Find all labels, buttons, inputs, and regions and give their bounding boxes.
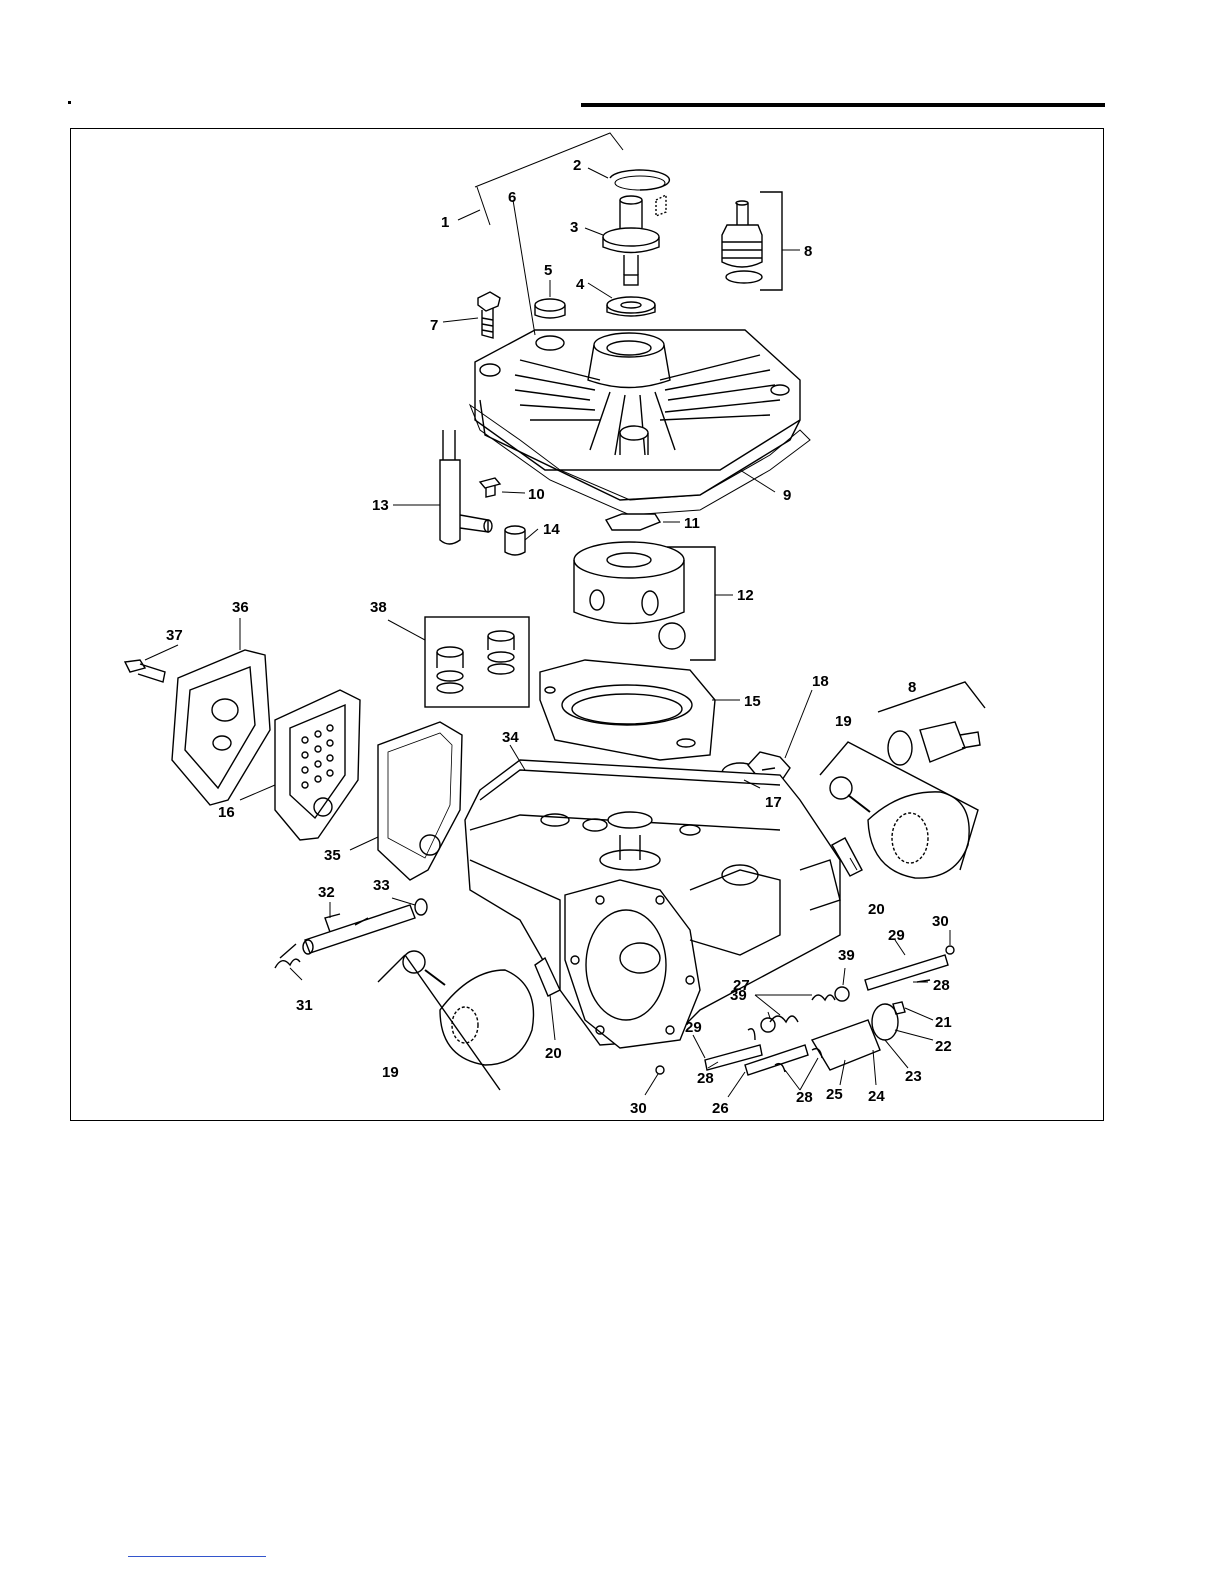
- small-bolt-part: [480, 478, 500, 497]
- callout-17: 17: [765, 794, 782, 811]
- fitting-right-part: [878, 682, 985, 765]
- callout-24: 24: [868, 1088, 885, 1105]
- relief-valve-left-part: [378, 951, 533, 1090]
- fitting-part: [722, 192, 782, 290]
- callout-34: 34: [502, 729, 519, 746]
- callout-20-right: 20: [868, 901, 885, 918]
- callout-11: 11: [684, 515, 700, 532]
- callout-21: 21: [935, 1014, 952, 1031]
- piston-kit-part: [425, 617, 529, 707]
- callout-36: 36: [232, 599, 249, 616]
- callout-18: 18: [812, 673, 829, 690]
- callout-3: 3: [570, 219, 578, 236]
- callout-2: 2: [573, 157, 581, 174]
- callout-38: 38: [370, 599, 387, 616]
- top-cover-part: [470, 330, 810, 515]
- callout-29-lower: 29: [685, 1019, 702, 1036]
- callout-30-lower: 30: [630, 1100, 647, 1117]
- callout-26: 26: [712, 1100, 729, 1117]
- callout-13: 13: [372, 497, 389, 514]
- spring-part: [275, 944, 300, 968]
- callout-28-lower: 28: [697, 1070, 714, 1087]
- filter-part: [275, 690, 360, 840]
- callout-39-upper: 39: [838, 947, 855, 964]
- callout-35: 35: [324, 847, 341, 864]
- input-shaft-part: [603, 195, 666, 285]
- callout-19-left: 19: [382, 1064, 399, 1081]
- callout-25: 25: [826, 1086, 843, 1103]
- small-oring-part: [415, 899, 427, 915]
- callout-8-top: 8: [804, 243, 812, 260]
- callout-37: 37: [166, 627, 183, 644]
- callout-8-right: 8: [908, 679, 916, 696]
- callout-6: 6: [508, 189, 516, 206]
- callout-29-upper: 29: [888, 927, 905, 944]
- thrust-plate-part: [606, 514, 660, 530]
- cover-bolt-part: [125, 660, 165, 682]
- bracket-part: [812, 1020, 880, 1070]
- callout-28-right: 28: [796, 1089, 813, 1106]
- callout-7: 7: [430, 317, 438, 334]
- callout-28-upper: 28: [933, 977, 950, 994]
- callout-10: 10: [528, 486, 545, 503]
- callout-32: 32: [318, 884, 335, 901]
- cover-plate-part: [172, 650, 270, 805]
- bypass-shaft-part: [303, 905, 415, 954]
- callout-16: 16: [218, 804, 235, 821]
- callout-39-lower: 39: [730, 987, 747, 1004]
- gasket-part: [378, 722, 462, 880]
- callout-33: 33: [373, 877, 390, 894]
- callout-14: 14: [543, 521, 560, 538]
- callout-19-right: 19: [835, 713, 852, 730]
- callout-9: 9: [783, 487, 791, 504]
- callout-23: 23: [905, 1068, 922, 1085]
- callout-4: 4: [576, 276, 585, 293]
- callout-1: 1: [441, 214, 449, 231]
- callout-22: 22: [935, 1038, 952, 1055]
- callout-12: 12: [737, 587, 754, 604]
- cylinder-block-part: [574, 542, 715, 660]
- callout-31: 31: [296, 997, 313, 1014]
- footer-rule: [128, 1556, 266, 1557]
- bolt-part: [478, 292, 500, 338]
- seal-part: [535, 299, 565, 311]
- callout-15: 15: [744, 693, 761, 710]
- callout-20-left: 20: [545, 1045, 562, 1062]
- callout-30-upper: 30: [932, 913, 949, 930]
- thrust-washer-part: [607, 297, 655, 313]
- swashplate-part: [540, 660, 715, 760]
- callout-5: 5: [544, 262, 552, 279]
